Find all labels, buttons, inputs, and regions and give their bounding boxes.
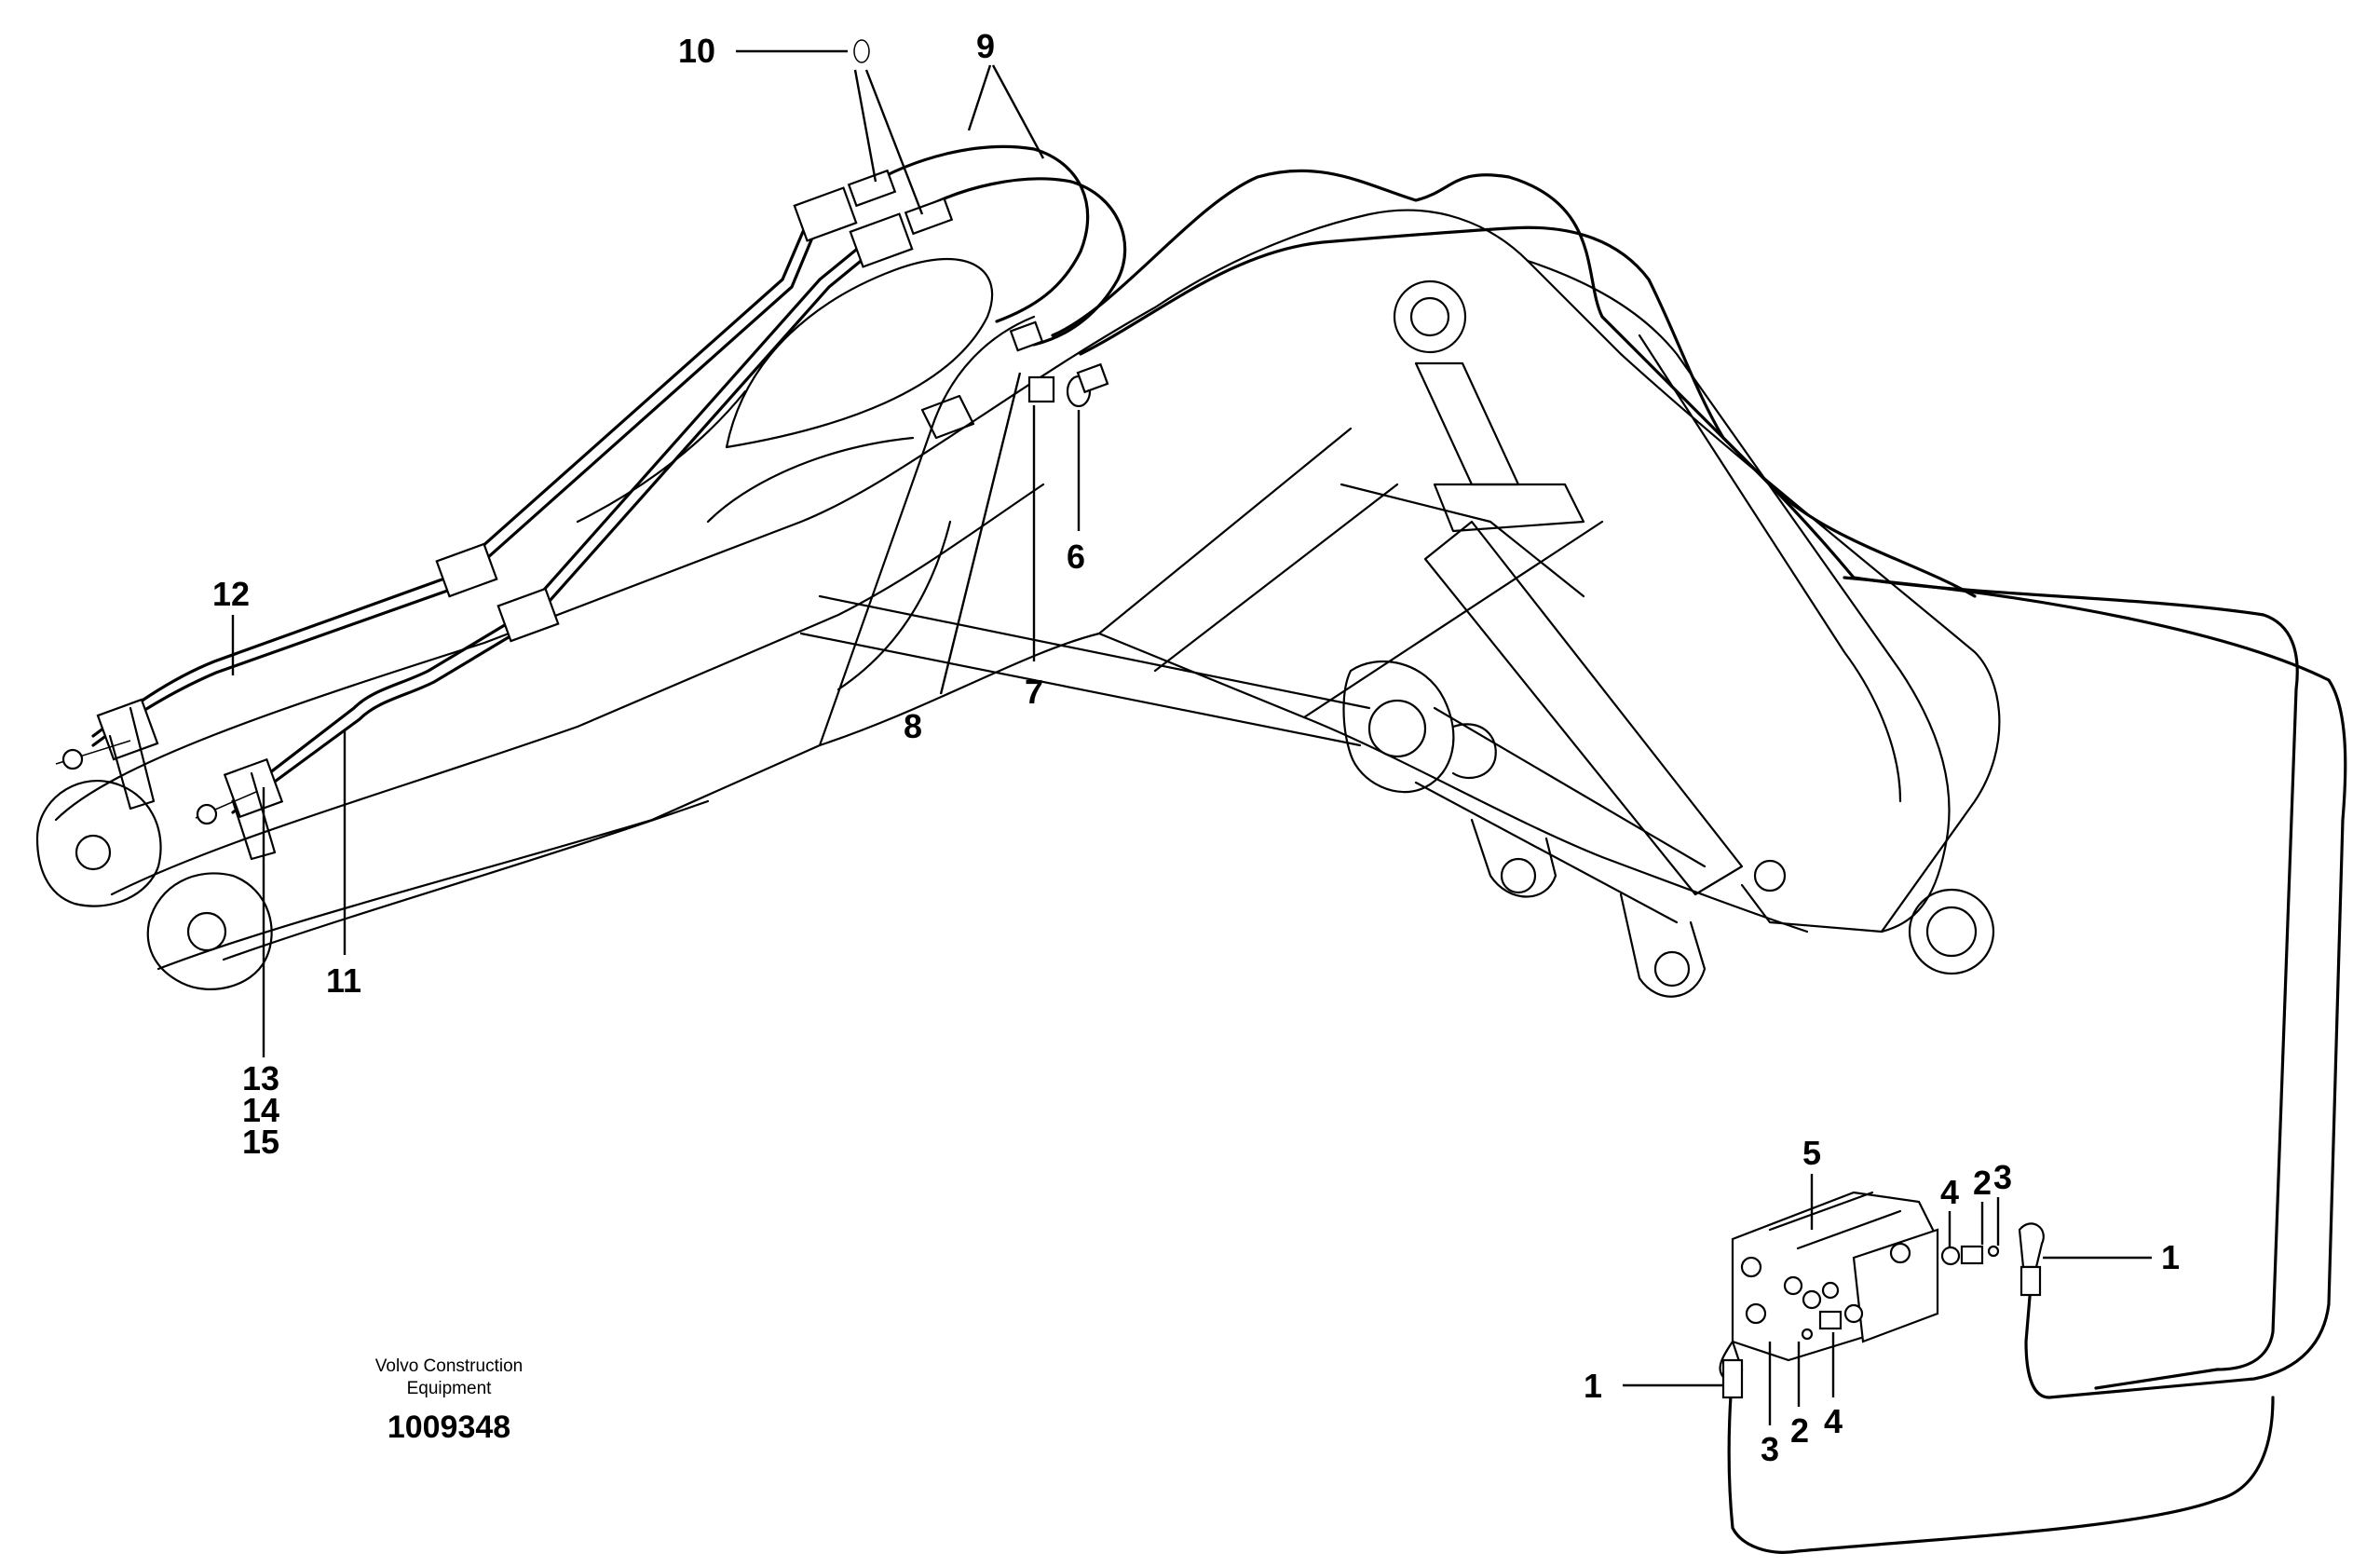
callout-2-lower: 2: [1790, 1411, 1809, 1450]
callout-1-left: 1: [1584, 1367, 1602, 1405]
callout-3-upper: 3: [1993, 1158, 2012, 1196]
callout-8: 8: [904, 707, 922, 745]
callout-labels: 10 9 12 6 7 8 11 13 14 15 5 4 2 3 1 1 3 …: [212, 27, 2180, 1468]
callout-1-right: 1: [2161, 1238, 2180, 1276]
callout-7: 7: [1025, 673, 1043, 711]
valve-block: [1731, 1191, 1939, 1362]
callout-9: 9: [976, 27, 995, 65]
callout-6: 6: [1067, 538, 1085, 576]
hydraulic-lines: [91, 144, 2347, 1554]
drawing-number: 1009348: [388, 1410, 510, 1445]
callout-4-upper: 4: [1940, 1173, 1959, 1211]
callout-5: 5: [1802, 1134, 1821, 1172]
pipe-clamps: [55, 169, 1109, 861]
callout-4-lower: 4: [1824, 1402, 1843, 1440]
manufacturer-caption: Volvo Construction Equipment 1009348: [375, 1356, 523, 1445]
callout-2-upper: 2: [1973, 1164, 1992, 1202]
leader-lines: [231, 39, 2152, 1425]
callout-15: 15: [242, 1123, 279, 1161]
caption-line-1: Volvo Construction: [375, 1356, 523, 1376]
callout-12: 12: [212, 575, 250, 613]
caption-line-2: Equipment: [407, 1379, 493, 1398]
callout-3-lower: 3: [1761, 1430, 1779, 1468]
boom-cylinder: [799, 361, 1744, 998]
boom-structure: [35, 209, 2001, 990]
callout-13: 13: [242, 1059, 279, 1097]
callout-11: 11: [326, 961, 361, 1000]
callout-10: 10: [678, 32, 715, 70]
valve-connectors: [1719, 1222, 2045, 1399]
callout-14: 14: [242, 1091, 279, 1129]
